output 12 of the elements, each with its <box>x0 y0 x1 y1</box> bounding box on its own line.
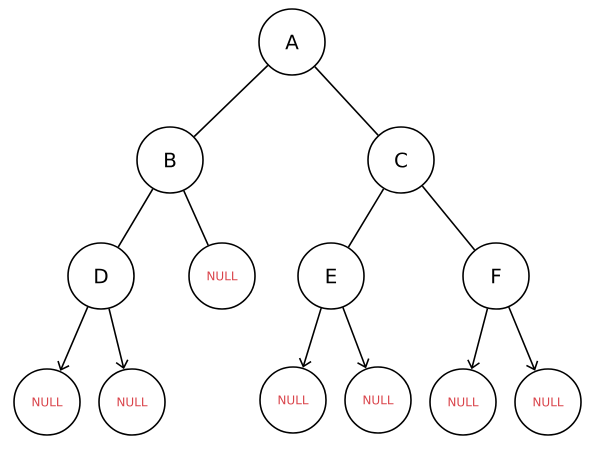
arrow <box>108 308 128 370</box>
connector-line <box>194 64 268 138</box>
arrow <box>298 308 322 368</box>
connector-line <box>183 190 209 246</box>
connector-line <box>314 66 379 136</box>
arrow <box>342 307 370 368</box>
arrow <box>508 306 538 371</box>
connector-line <box>422 186 476 250</box>
connector-line <box>118 188 154 248</box>
arrow <box>467 308 488 370</box>
connector-line <box>348 188 384 248</box>
arrow <box>57 306 88 371</box>
